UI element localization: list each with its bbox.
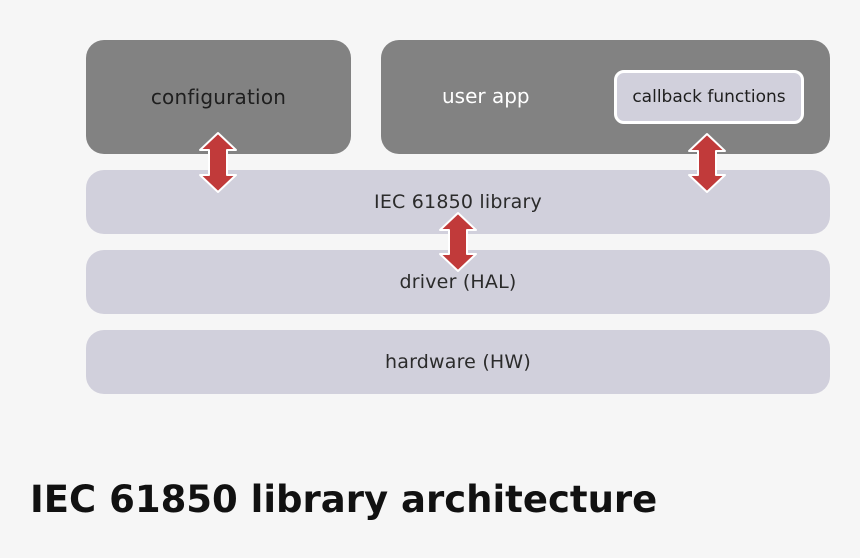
hardware-label: hardware (HW) <box>384 351 532 373</box>
configuration-box: configuration <box>86 40 351 154</box>
library-layer: IEC 61850 library <box>86 170 830 234</box>
callback-functions-box: callback functions <box>614 70 804 124</box>
library-label: IEC 61850 library <box>374 191 542 213</box>
diagram-title: IEC 61850 library architecture <box>30 478 658 521</box>
callback-functions-label: callback functions <box>632 87 786 107</box>
driver-label: driver (HAL) <box>399 271 517 293</box>
user-app-box: user app callback functions <box>381 40 830 154</box>
hardware-layer: hardware (HW) <box>86 330 830 394</box>
driver-layer: driver (HAL) <box>86 250 830 314</box>
configuration-label: configuration <box>150 85 287 109</box>
user-app-label: user app <box>442 84 530 108</box>
